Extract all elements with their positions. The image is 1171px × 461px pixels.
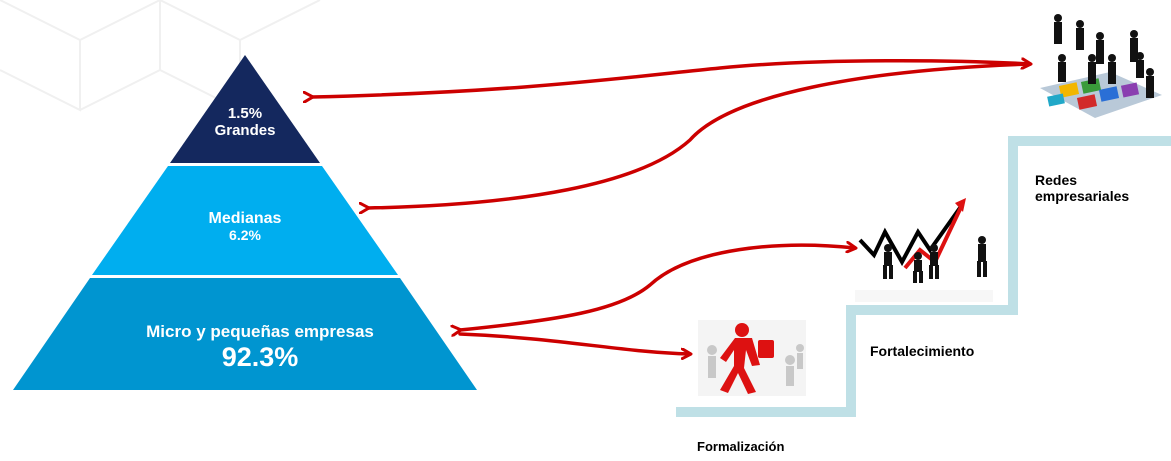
grandes-percent: 1.5% xyxy=(227,105,263,122)
puzzle-network-people-icon xyxy=(1040,14,1162,118)
grandes-name: Grandes xyxy=(214,122,276,139)
arrow-micro-strengthening xyxy=(460,245,855,330)
arrow-micro-formalization xyxy=(458,332,690,354)
step-formalizacion-label: Formalización xyxy=(697,439,785,454)
step-redes-label: Redes empresariales xyxy=(1035,172,1129,204)
micro-pequenas-label: Micro y pequeñas empresas 92.3% xyxy=(90,322,430,372)
connector-arrows xyxy=(312,61,1030,354)
growth-chart-team-icon xyxy=(855,198,993,302)
running-businessman-icon xyxy=(698,320,806,396)
arrow-medianas-networks xyxy=(368,62,1032,208)
pyramid-tier-grandes xyxy=(170,55,320,163)
background-watermark xyxy=(0,0,321,112)
micro-pequenas-name: Micro y pequeñas empresas xyxy=(146,322,374,341)
step-redes-line1: Redes xyxy=(1035,172,1078,188)
staircase xyxy=(676,136,1171,417)
medianas-label: Medianas 6.2% xyxy=(180,210,310,244)
grandes-label: 1.5% Grandes xyxy=(195,105,295,139)
step-redes-line2: empresariales xyxy=(1035,188,1130,204)
medianas-name: Medianas xyxy=(208,210,282,227)
micro-pequenas-percent: 92.3% xyxy=(221,342,299,372)
medianas-percent: 6.2% xyxy=(229,227,261,243)
step-fortalecimiento-label: Fortalecimiento xyxy=(870,343,975,359)
arrow-grandes-networks xyxy=(312,61,1030,97)
pyramid-tier-micro-pequenas xyxy=(13,278,477,390)
pyramid-tier-medianas xyxy=(92,166,398,275)
